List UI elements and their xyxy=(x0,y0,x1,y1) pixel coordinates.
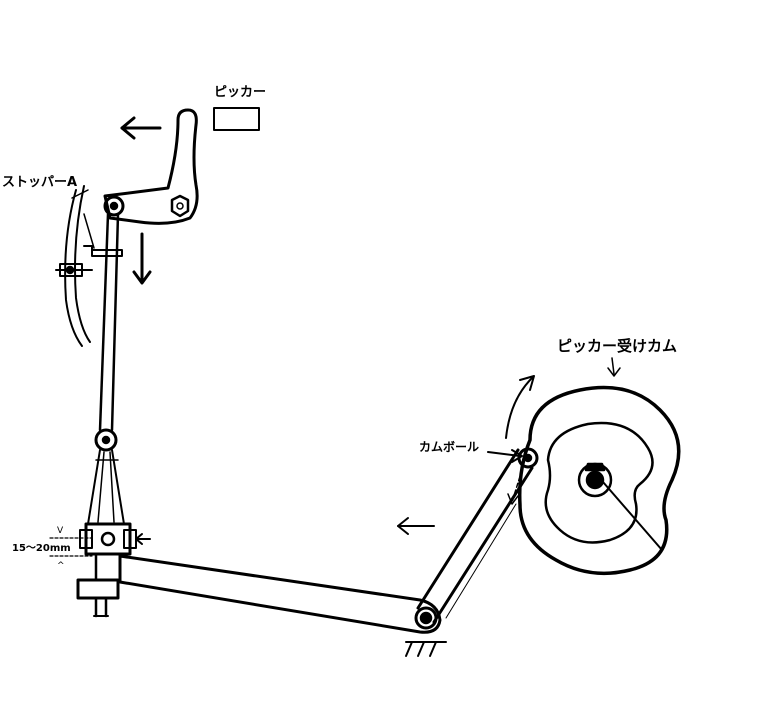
picker-lever xyxy=(103,108,199,225)
cam-ball-label: カムボール xyxy=(419,440,480,454)
rotation-arrow-icon xyxy=(505,375,535,439)
link-arm xyxy=(118,554,442,634)
picker-label: ピッカー xyxy=(214,85,267,100)
down-arrow-icon xyxy=(132,232,152,285)
left-arrow-icon xyxy=(120,116,162,140)
gap-dimension-lines xyxy=(49,537,93,557)
picker-cam xyxy=(517,385,681,576)
small-left-arrow-icon xyxy=(135,533,151,545)
gap-bottom-mark: ^ xyxy=(57,561,65,571)
picker-box xyxy=(213,107,260,131)
follower-dashed-arrow xyxy=(507,469,523,505)
middle-left-arrow-icon xyxy=(397,517,435,535)
cam-follower-arm xyxy=(416,447,539,624)
stopper-a-label: ストッパーA xyxy=(2,175,78,190)
gap-dimension-label: 15～20mm xyxy=(12,543,71,554)
gap-top-mark: V xyxy=(57,526,64,536)
cam-ball-pointer xyxy=(487,449,523,463)
ground-hatch xyxy=(405,641,447,657)
cam-label-pointer xyxy=(607,357,621,377)
picker-cam-label: ピッカー受けカム xyxy=(557,337,678,355)
vertical-rod xyxy=(87,212,125,525)
stopper-a-bracket xyxy=(55,185,123,347)
